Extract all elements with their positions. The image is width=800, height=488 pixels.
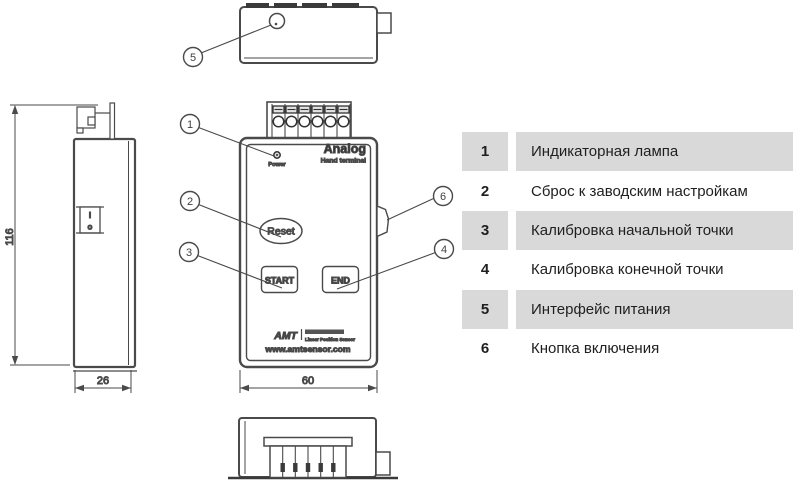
legend-row-gap [508, 171, 516, 210]
logo-tagline: Linear Position Sensor [305, 337, 355, 342]
callout-numbers: 5 1 2 3 6 4 [186, 52, 447, 259]
start-button-label: START [265, 276, 295, 286]
legend-row-gap [508, 290, 516, 329]
side-view-body [72, 137, 137, 369]
device-subtitle: Hand terminal [321, 158, 366, 165]
side-view: I o 116 26 [4, 102, 137, 393]
terminal-wire-holes [272, 115, 350, 128]
device-title: Analog [324, 142, 366, 156]
top-view [239, 3, 392, 64]
callout-4-number: 4 [441, 244, 447, 256]
power-led-label: Power [268, 162, 286, 168]
legend-row-label: Калибровка начальной точки [516, 210, 793, 251]
terminal-block [266, 101, 352, 141]
legend-row-gap [508, 329, 516, 368]
power-button-tab [376, 204, 390, 238]
dimension-depth [74, 370, 132, 393]
legend-row-6: 6 Кнопка включения [462, 329, 793, 368]
power-interface-hole [268, 12, 286, 30]
dimension-width-label: 60 [302, 375, 314, 387]
legend-row-label: Калибровка конечной точки [531, 261, 724, 279]
legend-row-label: Интерфейс питания [516, 289, 793, 329]
legend-row-3: 3 Калибровка начальной точки [462, 210, 793, 251]
logo-text: AMT [273, 330, 298, 342]
front-face-panel [245, 143, 372, 362]
callout-4-circle [433, 238, 455, 260]
side-view-connector [76, 102, 116, 140]
callout-2-circle [179, 190, 201, 212]
legend-table: 1 Индикаторная лампа 2 Сброс к заводским… [462, 132, 793, 368]
legend-row-gap [508, 132, 516, 171]
legend-row-label: Кнопка включения [531, 340, 660, 358]
legend-row-5: 5 Интерфейс питания [462, 289, 793, 329]
legend-row-2: 2 Сброс к заводским настройкам [462, 171, 793, 210]
callout-5-circle [182, 46, 204, 68]
dimension-height-label: 116 [4, 228, 16, 246]
reset-button [259, 217, 303, 245]
legend-row-gap [508, 211, 516, 250]
callout-6-number: 6 [440, 191, 446, 203]
legend-row-number: 4 [480, 261, 490, 279]
logo-cjk-line [305, 329, 344, 334]
side-view-power-switch [76, 206, 104, 234]
legend-row-4: 4 Калибровка конечной точки [462, 250, 793, 289]
legend-row-label: Индикаторная лампа [516, 132, 793, 172]
legend-row-1: 1 Индикаторная лампа [462, 132, 793, 172]
legend-row-number: 6 [480, 340, 490, 358]
brand-logo: AMT Linear Position Sensor [273, 329, 356, 343]
callout-bubbles [178, 46, 455, 263]
switch-on-label: I [89, 211, 91, 220]
legend-row-gap [508, 250, 516, 289]
callout-1-circle [179, 113, 201, 135]
callout-3-number: 3 [186, 247, 192, 259]
switch-off-label: o [88, 223, 93, 232]
website-label: www.amtsensor.com [264, 344, 351, 354]
bottom-view-side-tab [375, 451, 391, 476]
top-view-side-tab [376, 12, 392, 34]
start-button [260, 265, 299, 294]
legend-row-number: 5 [462, 289, 508, 329]
leader-lines [197, 24, 436, 290]
front-view: Power Analog Hand terminal Reset START E… [238, 101, 390, 393]
dimension-width [239, 370, 378, 393]
bottom-view-connector [263, 436, 353, 479]
callout-2-number: 2 [187, 196, 193, 208]
callout-1-number: 1 [187, 119, 193, 131]
dimension-depth-label: 26 [97, 375, 109, 387]
front-housing [238, 136, 379, 369]
legend-row-number: 2 [480, 182, 490, 200]
reset-button-label: Reset [267, 226, 295, 238]
callout-6-circle [432, 185, 454, 207]
top-view-body [239, 6, 378, 64]
legend-row-number: 3 [462, 210, 508, 251]
end-button-label: END [331, 276, 351, 286]
bottom-view [228, 417, 398, 480]
top-view-terminal-strips [246, 3, 359, 8]
bottom-connector-pins [280, 463, 336, 472]
callout-3-circle [178, 241, 200, 263]
dimension-height [10, 104, 98, 366]
legend-row-label: Сброс к заводским настройкам [531, 182, 748, 200]
legend-row-number: 1 [462, 132, 508, 172]
end-button [321, 265, 360, 294]
callout-5-number: 5 [190, 52, 196, 64]
